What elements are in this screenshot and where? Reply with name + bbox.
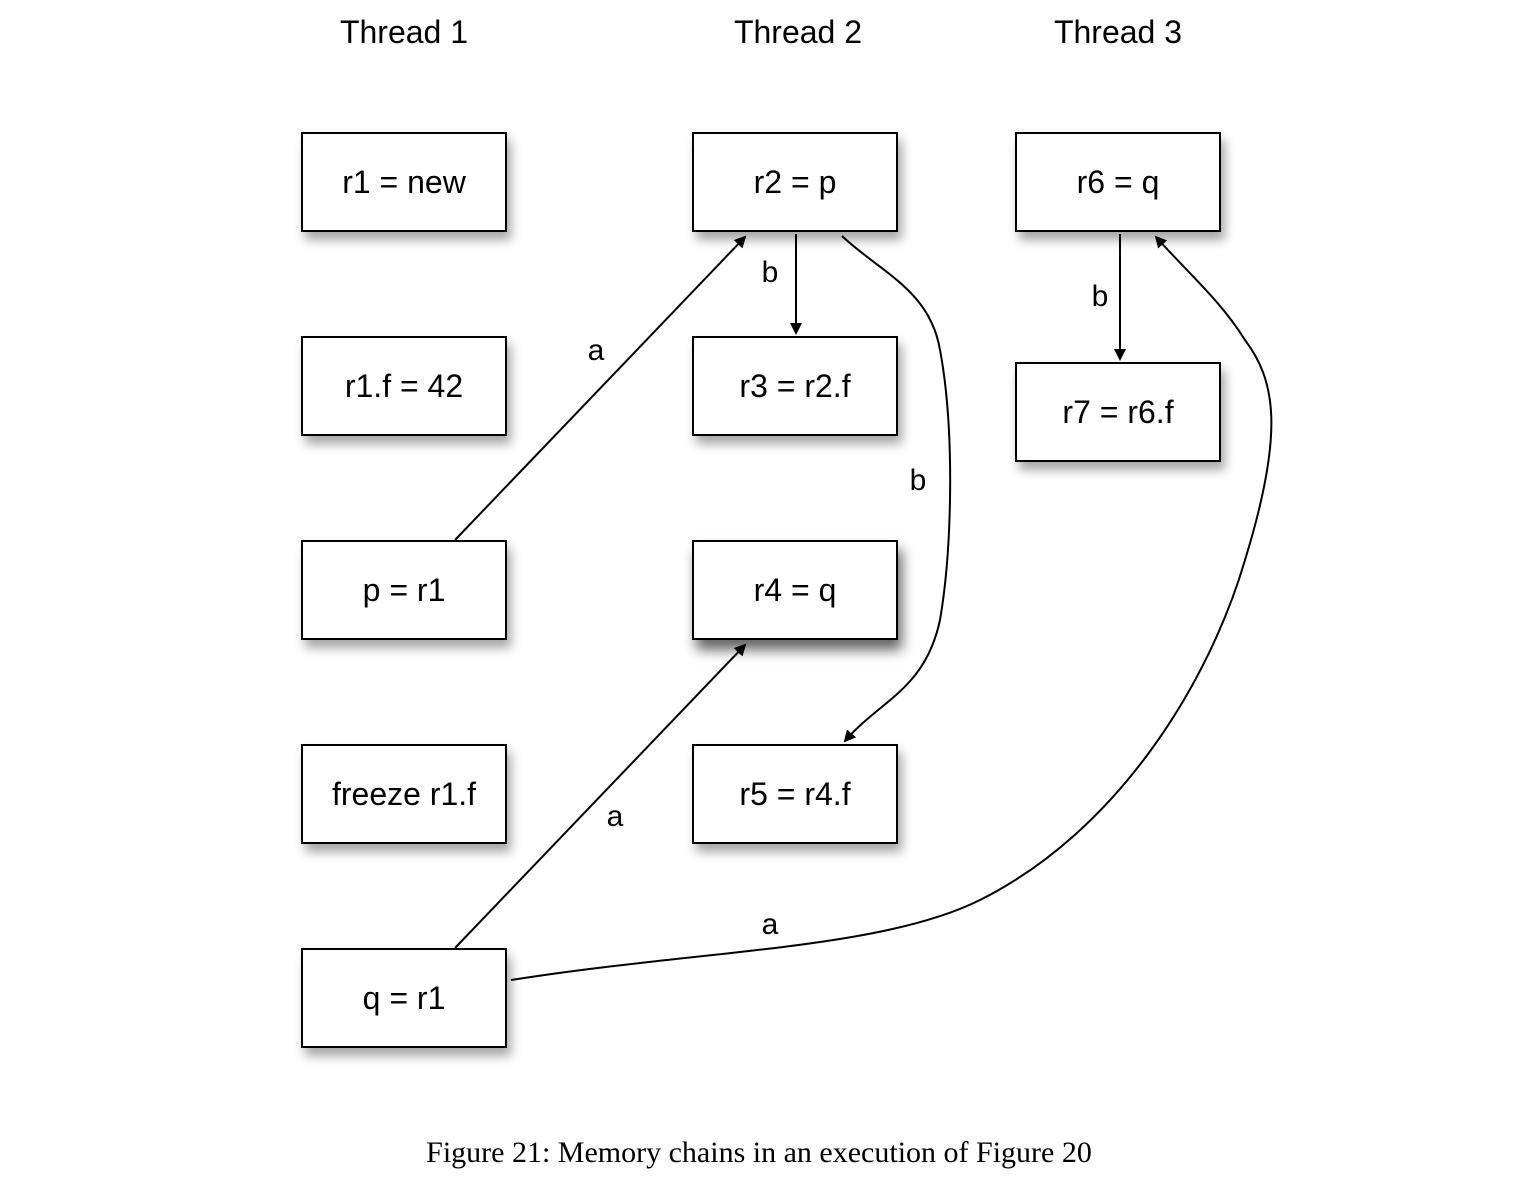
edge-r2-to-r5 <box>841 235 952 743</box>
edge-q-to-r4 <box>454 643 747 949</box>
node-r3-r2f: r3 = r2.f <box>692 336 898 436</box>
edge-label-a-3: a <box>762 908 779 941</box>
edge-label-b-3: b <box>1092 280 1109 313</box>
thread-2-title: Thread 2 <box>733 14 863 50</box>
node-r7-r6f: r7 = r6.f <box>1015 362 1221 462</box>
node-r4-q: r4 = q <box>692 540 898 640</box>
node-r6-q: r6 = q <box>1015 132 1221 232</box>
edge-label-b-2: b <box>910 464 927 497</box>
thread-1-title: Thread 1 <box>339 14 469 50</box>
edge-label-a-2: a <box>607 800 624 833</box>
edge-q-to-r6 <box>510 235 1273 981</box>
node-r2-p: r2 = p <box>692 132 898 232</box>
edge-label-b-1: b <box>762 256 779 289</box>
thread-3-title: Thread 3 <box>1053 14 1183 50</box>
node-r1f-42: r1.f = 42 <box>301 336 507 436</box>
node-r5-r4f: r5 = r4.f <box>692 744 898 844</box>
node-freeze-r1f: freeze r1.f <box>301 744 507 844</box>
figure-caption: Figure 21: Memory chains in an execution… <box>426 1136 1092 1169</box>
edge-p-to-r2 <box>454 235 747 541</box>
edge-label-a-1: a <box>588 334 605 367</box>
node-q-r1: q = r1 <box>301 948 507 1048</box>
node-r1-new: r1 = new <box>301 132 507 232</box>
node-p-r1: p = r1 <box>301 540 507 640</box>
